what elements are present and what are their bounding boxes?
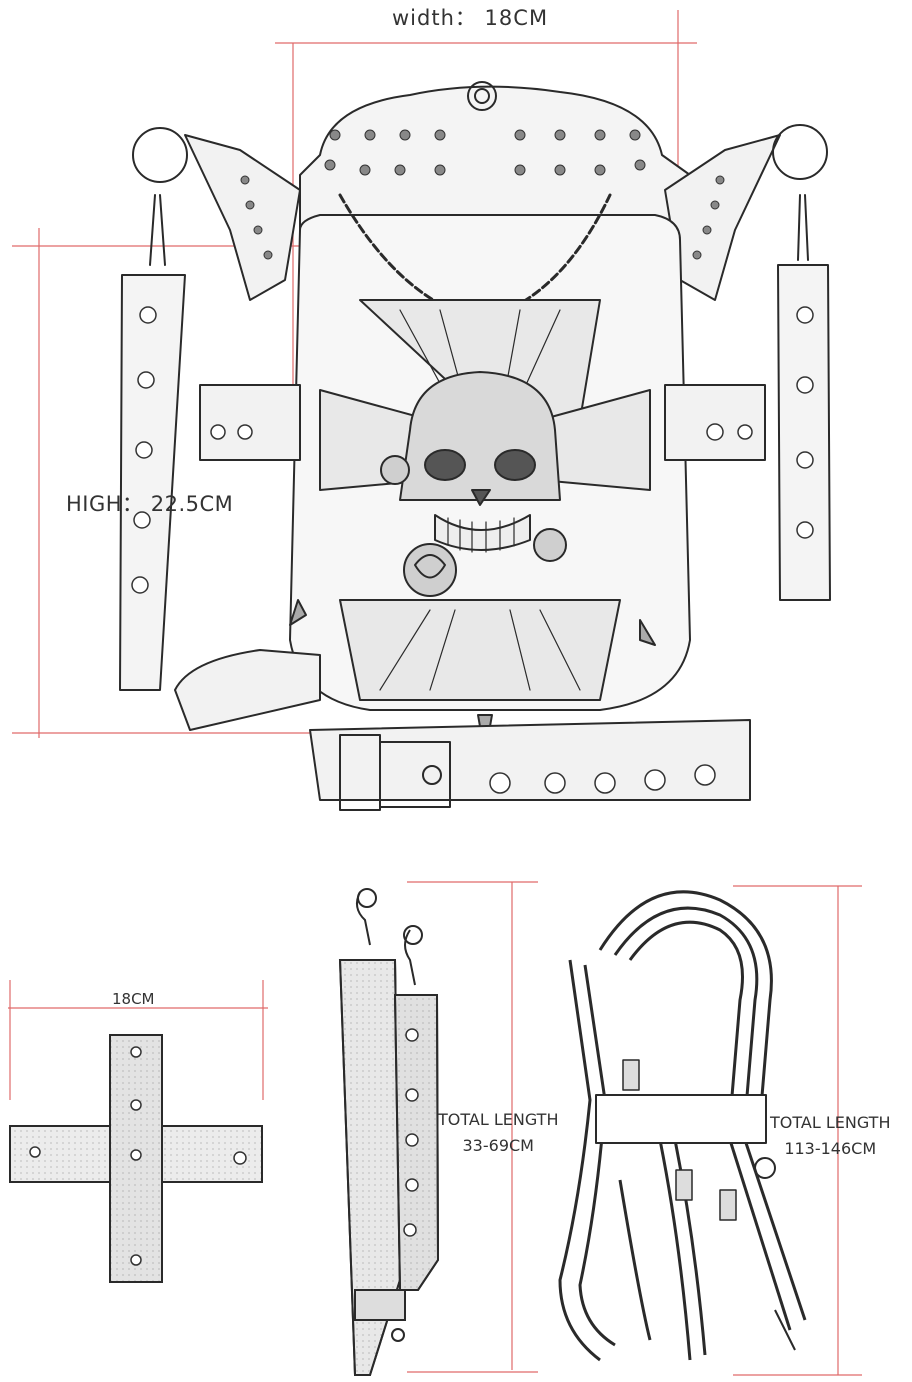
short-strap-length-label: TOTAL LENGTH 33-69CM xyxy=(438,1107,558,1159)
dimension-lines xyxy=(8,10,862,1376)
bag-height-label: HIGH： 22.5CM xyxy=(66,492,234,516)
long-strap-length-value: 113-146CM xyxy=(784,1139,877,1158)
cross-harness-piece xyxy=(9,1034,263,1283)
long-strap-length-label: TOTAL LENGTH 113-146CM xyxy=(770,1110,890,1162)
short-strap-length-value: 33-69CM xyxy=(462,1136,534,1155)
skull-bag-sketch xyxy=(119,81,831,811)
harness-width-label: 18CM xyxy=(112,990,155,1008)
skull-emblem xyxy=(380,371,567,597)
bag-width-label: width： 18CM xyxy=(392,6,549,30)
long-coiled-strap xyxy=(558,890,807,1362)
short-strap-pair xyxy=(338,888,440,1376)
short-strap-length-title: TOTAL LENGTH xyxy=(438,1110,559,1129)
long-strap-length-title: TOTAL LENGTH xyxy=(770,1113,891,1132)
